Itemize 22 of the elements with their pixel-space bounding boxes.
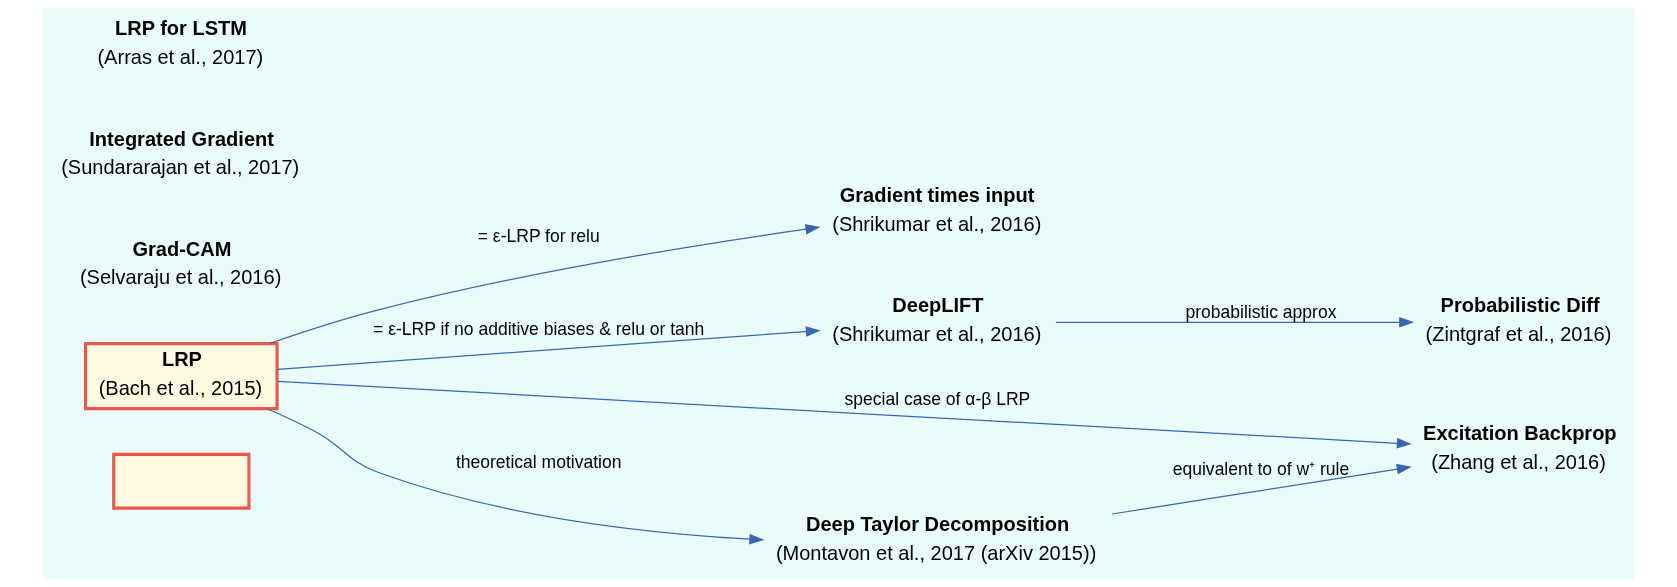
node-text: Grad-CAM (Selvaraju et al., 2016) [79,237,282,289]
edge-label: theoretical motivation [455,451,622,472]
node-box: LRP (Bach et al., 2015) [84,342,279,411]
arrow [1055,317,1415,328]
edge-label: probabilistic approx [1185,301,1337,322]
edge-label: = ε-LRP for relu [477,226,600,247]
arrow [276,326,821,370]
node-text: Integrated Gradient (Sundararajan et al., 2017) [61,127,300,179]
node-text: LRP for LSTM (Arras et al., 2017) [97,17,264,69]
edge-label: equivalent to of w⁺ rule [1172,459,1350,480]
arrow [1111,463,1412,515]
node-text: DeepLIFT (Shrikumar et al., 2016) [832,294,1042,345]
node-text: Gradient times input (Shrikumar et al., 2016) [832,183,1042,235]
edge-label: special case of α-β LRP [844,389,1031,410]
arrow [268,224,821,345]
node-text: Deep Taylor Decomposition (Montavon et al., 2017 (arXiv 2015)) [775,513,1097,564]
node-text: Probabilistic Diff (Zintgraf et al., 2016) [1425,294,1612,345]
arrow [266,408,765,545]
edge-label: = ε-LRP if no additive biases & relu or tanh [373,319,705,340]
node-box [112,452,251,510]
node-text: Excitation Backprop (Zhang et al., 2016) [1423,421,1617,473]
arrow [276,380,1412,449]
